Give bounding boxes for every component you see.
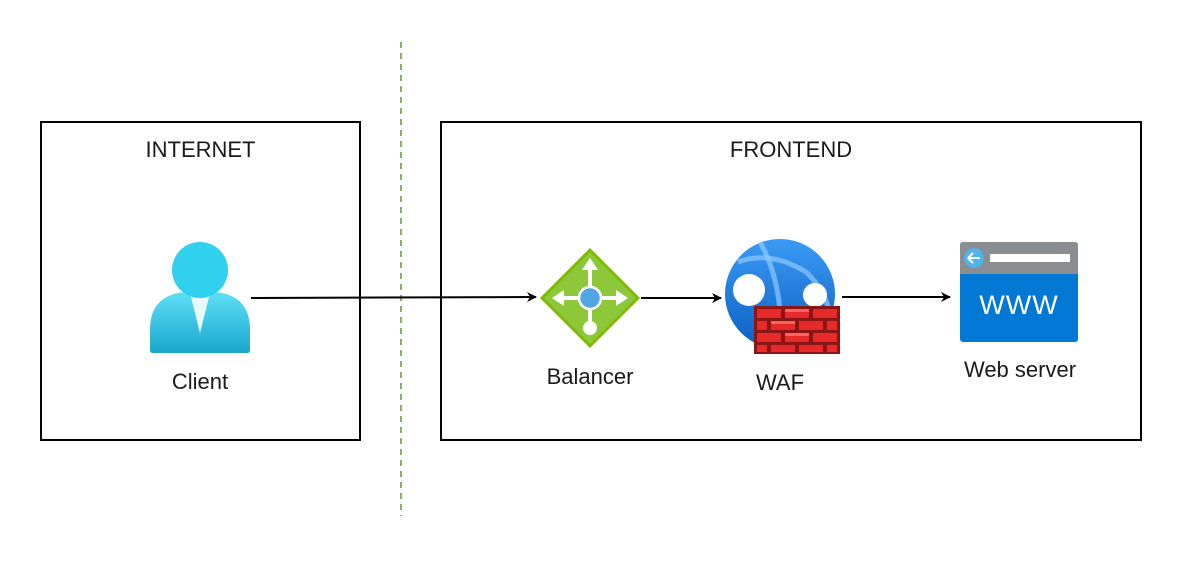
- internet-zone-title: INTERNET: [145, 137, 256, 162]
- waf-label: WAF: [755, 370, 805, 395]
- client-label: Client: [171, 369, 229, 394]
- balancer-label: Balancer: [546, 364, 634, 389]
- web-server-www-icon[interactable]: WWW: [960, 242, 1078, 342]
- edge-client-to-balancer[interactable]: [250, 292, 537, 303]
- web-application-firewall-icon[interactable]: [725, 239, 840, 354]
- frontend-zone-title: FRONTEND: [729, 137, 853, 162]
- svg-text:WWW: WWW: [979, 290, 1058, 320]
- user-icon[interactable]: [150, 242, 250, 353]
- load-balancer-icon[interactable]: [540, 248, 640, 348]
- webserver-label: Web server: [963, 357, 1077, 382]
